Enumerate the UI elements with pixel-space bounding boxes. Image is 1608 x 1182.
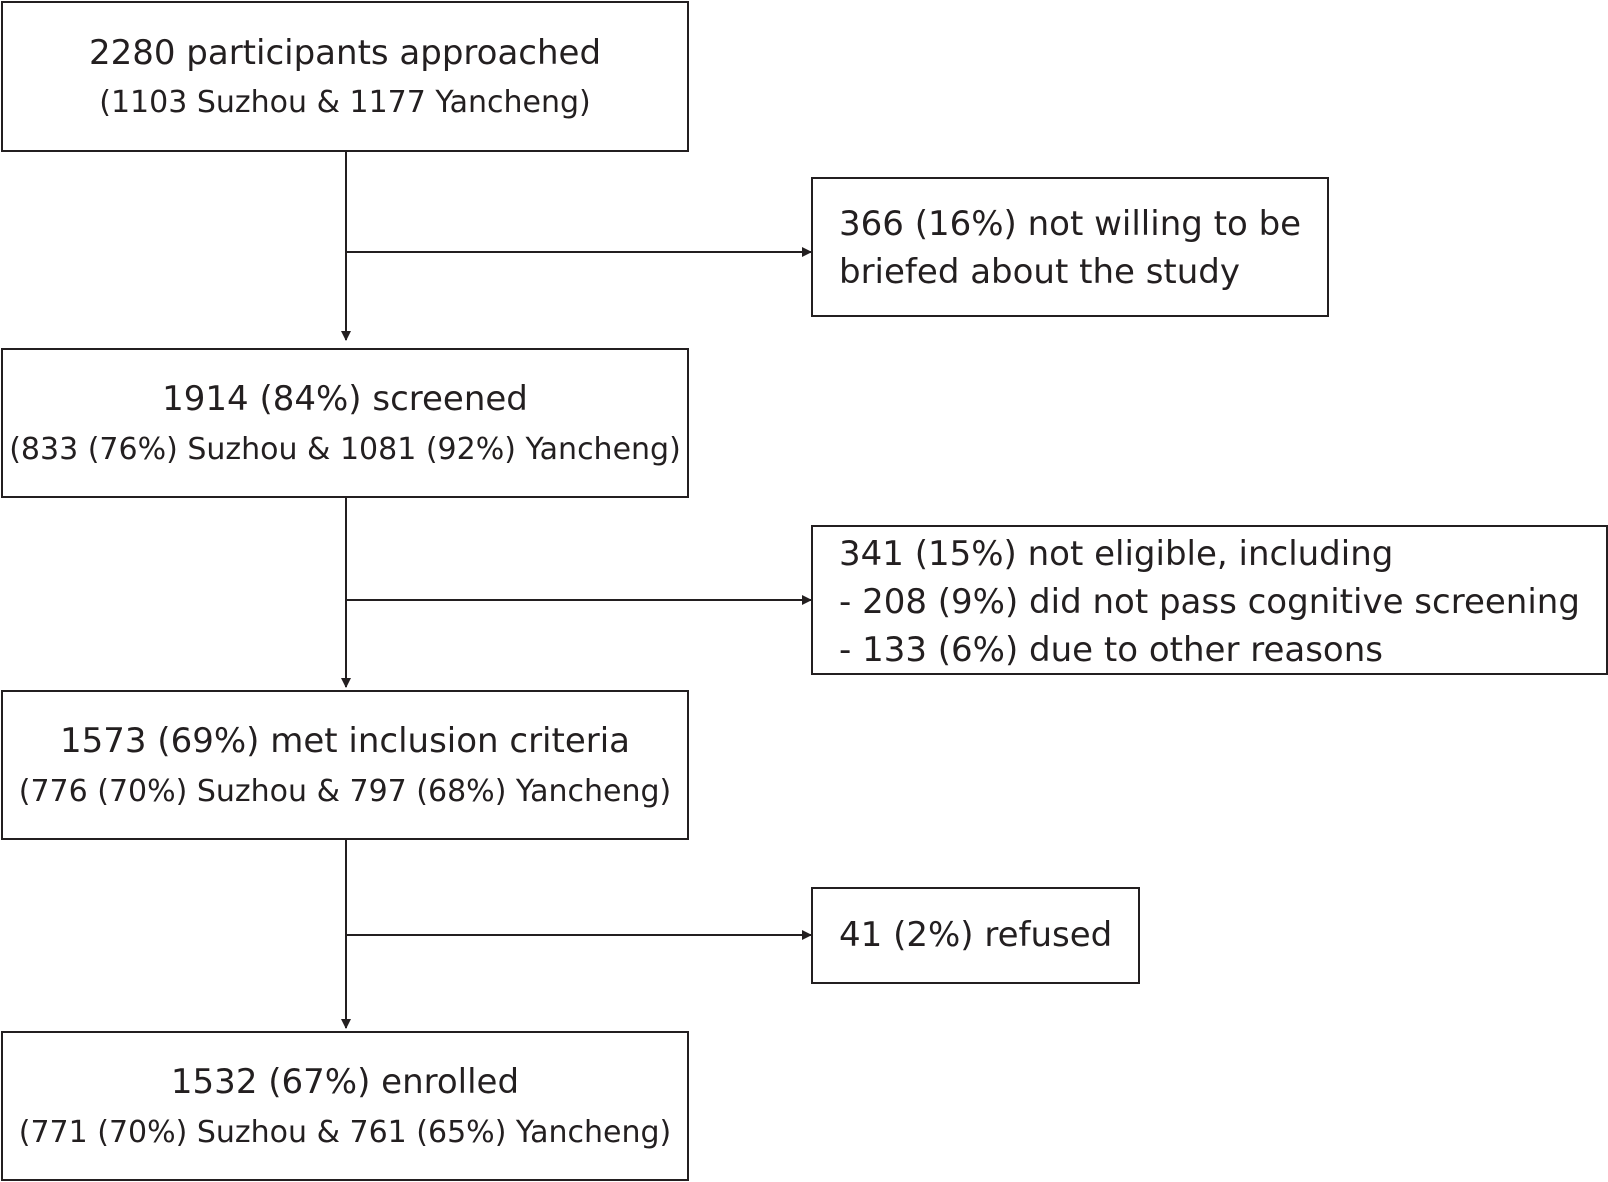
step-approached-title: 2280 participants approached <box>88 32 602 73</box>
step-enrolled-title: 1532 (67%) enrolled <box>170 1062 520 1102</box>
step-enrolled-box: 1532 (67%) enrolled (771 (70%) Suzhou & … <box>1 1031 689 1181</box>
exclusion-not-willing-line: 366 (16%) not willing to be <box>839 204 1302 244</box>
step-met-criteria-title: 1573 (69%) met inclusion criteria <box>59 721 631 761</box>
exclusion-refused-line: 41 (2%) refused <box>839 915 1113 955</box>
step-approached-box: 2280 participants approached (1103 Suzho… <box>1 1 689 152</box>
step-screened-box: 1914 (84%) screened (833 (76%) Suzhou & … <box>1 348 689 498</box>
exclusion-not-willing-line: briefed about the study <box>839 252 1241 292</box>
exclusion-other-reasons-line: - 133 (6%) due to other reasons <box>839 630 1383 670</box>
exclusion-cognitive-screening-line: - 208 (9%) did not pass cognitive screen… <box>839 582 1580 622</box>
step-screened-title: 1914 (84%) screened <box>162 379 528 419</box>
exclusion-not-willing-box: 366 (16%) not willing to be briefed abou… <box>811 177 1329 317</box>
exclusion-not-eligible-box: 341 (15%) not eligible, including - 208 … <box>811 525 1608 675</box>
step-met-criteria-box: 1573 (69%) met inclusion criteria (776 (… <box>1 690 689 840</box>
step-approached-detail: (1103 Suzhou & 1177 Yancheng) <box>99 85 591 120</box>
exclusion-refused-box: 41 (2%) refused <box>811 887 1140 984</box>
step-screened-detail: (833 (76%) Suzhou & 1081 (92%) Yancheng) <box>9 431 681 467</box>
exclusion-not-eligible-line: 341 (15%) not eligible, including <box>839 534 1394 574</box>
step-enrolled-detail: (771 (70%) Suzhou & 761 (65%) Yancheng) <box>18 1114 672 1150</box>
step-met-criteria-detail: (776 (70%) Suzhou & 797 (68%) Yancheng) <box>18 773 672 809</box>
